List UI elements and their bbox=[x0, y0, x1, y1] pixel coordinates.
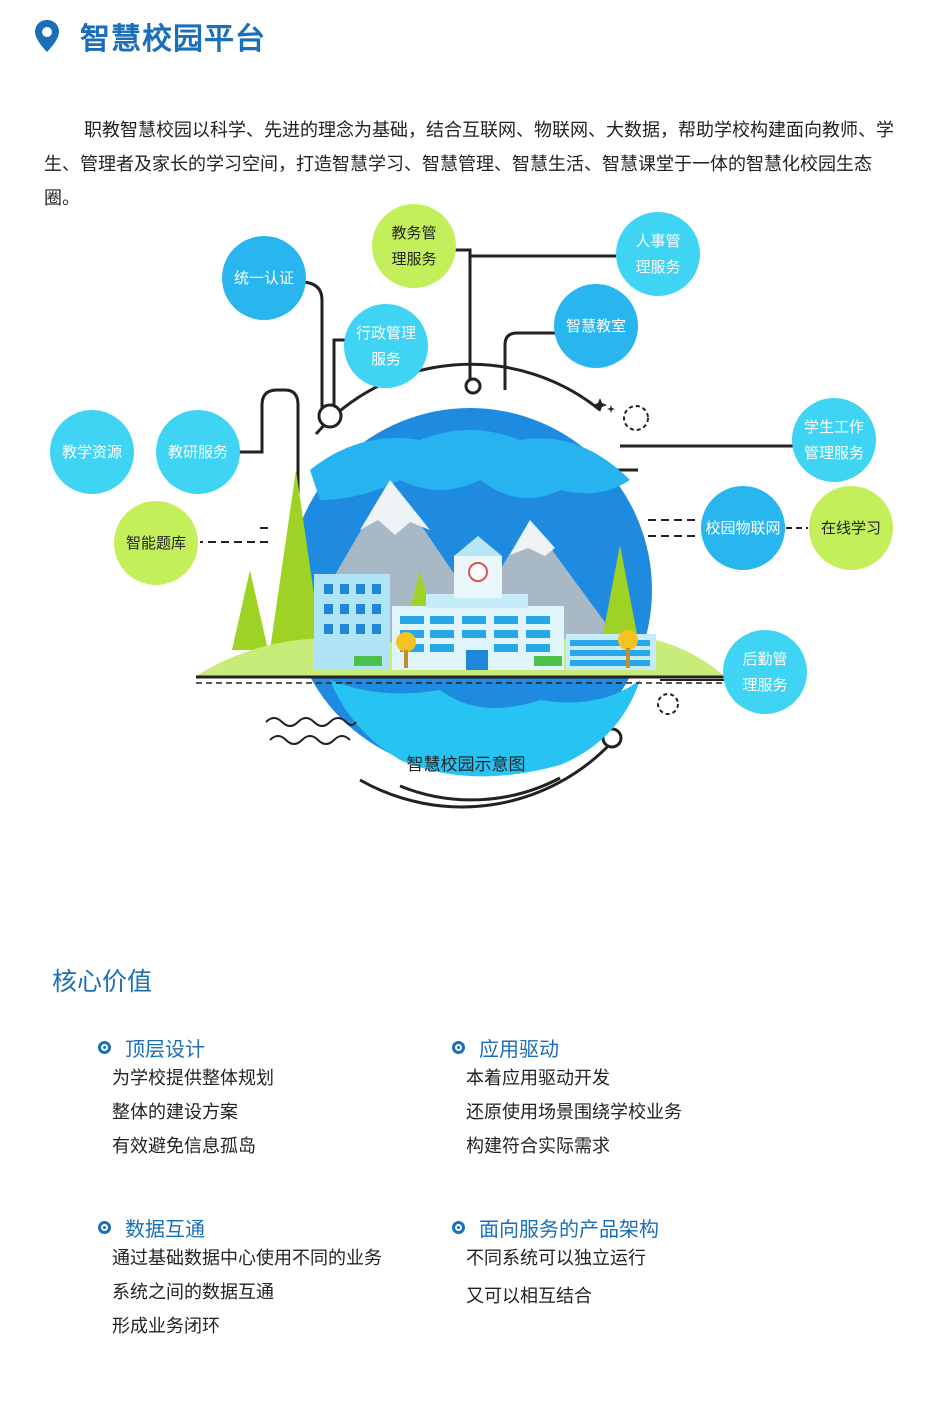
value-heading: 面向服务的产品架构 bbox=[479, 1216, 659, 1241]
bubble-label: 教务管 bbox=[391, 224, 436, 242]
value-line: 系统之间的数据互通 bbox=[112, 1282, 274, 1303]
value-list: 通过基础数据中心使用不同的业务 系统之间的数据互通 形成业务闭环 bbox=[98, 1242, 478, 1344]
bubble-circle bbox=[50, 410, 134, 494]
value-block-app-driven: 应用驱动 本着应用驱动开发 还原使用场景围绕学校业务 构建符合实际需求 bbox=[452, 1032, 832, 1164]
trees bbox=[232, 470, 640, 668]
bubble-circle bbox=[701, 486, 785, 570]
value-heading-row: 数据互通 bbox=[98, 1212, 478, 1242]
value-block-data-interop: 数据互通 通过基础数据中心使用不同的业务 系统之间的数据互通 形成业务闭环 bbox=[98, 1212, 478, 1344]
value-heading: 顶层设计 bbox=[125, 1036, 205, 1061]
smart-campus-diagram: 教学资源教研服务智能题库统一认证教务管理服务行政管理服务人事管理服务智慧教室学生… bbox=[50, 204, 893, 809]
value-line: 通过基础数据中心使用不同的业务 bbox=[112, 1248, 382, 1269]
bubble-jiaoxue: 教学资源 bbox=[50, 410, 134, 494]
page-title: 智慧校园平台 bbox=[80, 22, 266, 57]
bubble-label: 理服务 bbox=[391, 250, 436, 268]
target-bullet-icon bbox=[452, 1220, 465, 1234]
bubble-circle bbox=[372, 204, 456, 288]
value-heading: 应用驱动 bbox=[479, 1036, 559, 1061]
bubble-zaixian: 在线学习 bbox=[809, 486, 893, 570]
value-list: 本着应用驱动开发 还原使用场景围绕学校业务 构建符合实际需求 bbox=[452, 1062, 832, 1164]
orbit-node bbox=[317, 403, 343, 429]
page-header: 智慧校园平台 bbox=[34, 14, 266, 58]
bubble-label: 管理服务 bbox=[804, 444, 864, 462]
intro-paragraph: 职教智慧校园以科学、先进的理念为基础，结合互联网、物联网、大数据，帮助学校构建面… bbox=[44, 120, 894, 209]
map-pin-icon bbox=[35, 20, 59, 52]
bubble-label: 人事管 bbox=[635, 232, 680, 250]
bubble-jiaoyan: 教研服务 bbox=[156, 410, 240, 494]
bubble-tiku: 智能题库 bbox=[114, 501, 198, 585]
bubble-label: 校园物联网 bbox=[705, 519, 780, 537]
value-line: 不同系统可以独立运行 bbox=[466, 1248, 646, 1269]
value-list: 为学校提供整体规划 整体的建设方案 有效避免信息孤岛 bbox=[98, 1062, 478, 1164]
globe-orbit bbox=[314, 362, 614, 809]
value-line: 本着应用驱动开发 bbox=[466, 1068, 610, 1089]
value-line: 有效避免信息孤岛 bbox=[112, 1136, 256, 1157]
target-bullet-icon bbox=[98, 1220, 111, 1234]
value-line: 又可以相互结合 bbox=[466, 1286, 592, 1307]
bubble-circle bbox=[344, 304, 428, 388]
bubble-renzheng: 统一认证 bbox=[222, 236, 306, 320]
value-heading-row: 面向服务的产品架构 bbox=[452, 1212, 832, 1242]
bubble-circle bbox=[222, 236, 306, 320]
value-line: 构建符合实际需求 bbox=[466, 1136, 610, 1157]
bubble-label: 服务 bbox=[371, 350, 401, 368]
bubble-label: 后勤管 bbox=[742, 650, 787, 668]
value-line: 还原使用场景围绕学校业务 bbox=[466, 1102, 682, 1123]
orbit-node bbox=[464, 377, 482, 395]
bubble-circle bbox=[723, 630, 807, 714]
bubble-label: 教研服务 bbox=[168, 443, 228, 461]
service-bubbles: 教学资源教研服务智能题库统一认证教务管理服务行政管理服务人事管理服务智慧教室学生… bbox=[50, 204, 893, 714]
bubble-label: 教学资源 bbox=[62, 443, 122, 461]
bubble-circle bbox=[809, 486, 893, 570]
bubble-circle bbox=[792, 398, 876, 482]
bubble-jiaoshi: 智慧教室 bbox=[554, 284, 638, 368]
decorations bbox=[265, 405, 679, 745]
value-list: 不同系统可以独立运行 又可以相互结合 bbox=[452, 1242, 832, 1314]
bubble-label: 智能题库 bbox=[126, 534, 186, 552]
value-line: 整体的建设方案 bbox=[112, 1102, 238, 1123]
bubble-label: 理服务 bbox=[635, 258, 680, 276]
bubble-label: 理服务 bbox=[742, 676, 787, 694]
bubble-circle bbox=[114, 501, 198, 585]
bubble-label: 在线学习 bbox=[821, 519, 881, 537]
bubble-label: 学生工作 bbox=[804, 418, 864, 436]
target-bullet-icon bbox=[452, 1040, 465, 1054]
diagram-caption: 智慧校园示意图 bbox=[407, 755, 526, 775]
bubble-label: 智慧教室 bbox=[566, 317, 626, 335]
value-block-top-design: 顶层设计 为学校提供整体规划 整体的建设方案 有效避免信息孤岛 bbox=[98, 1032, 478, 1164]
sparkle-icon bbox=[593, 398, 615, 413]
value-heading-row: 应用驱动 bbox=[452, 1032, 832, 1062]
bubble-circle bbox=[156, 410, 240, 494]
value-heading: 数据互通 bbox=[125, 1216, 205, 1241]
value-line: 形成业务闭环 bbox=[112, 1316, 220, 1337]
value-block-service-architecture: 面向服务的产品架构 不同系统可以独立运行 又可以相互结合 bbox=[452, 1212, 832, 1314]
bubble-circle bbox=[616, 212, 700, 296]
bubble-circle bbox=[554, 284, 638, 368]
core-values-title: 核心价值 bbox=[52, 967, 153, 996]
bubble-label: 统一认证 bbox=[234, 269, 294, 287]
bubble-wulian: 校园物联网 bbox=[701, 486, 785, 570]
target-bullet-icon bbox=[98, 1040, 111, 1054]
bubble-label: 行政管理 bbox=[356, 324, 416, 342]
value-line: 为学校提供整体规划 bbox=[112, 1068, 274, 1089]
school-buildings bbox=[314, 536, 656, 670]
value-heading-row: 顶层设计 bbox=[98, 1032, 478, 1062]
